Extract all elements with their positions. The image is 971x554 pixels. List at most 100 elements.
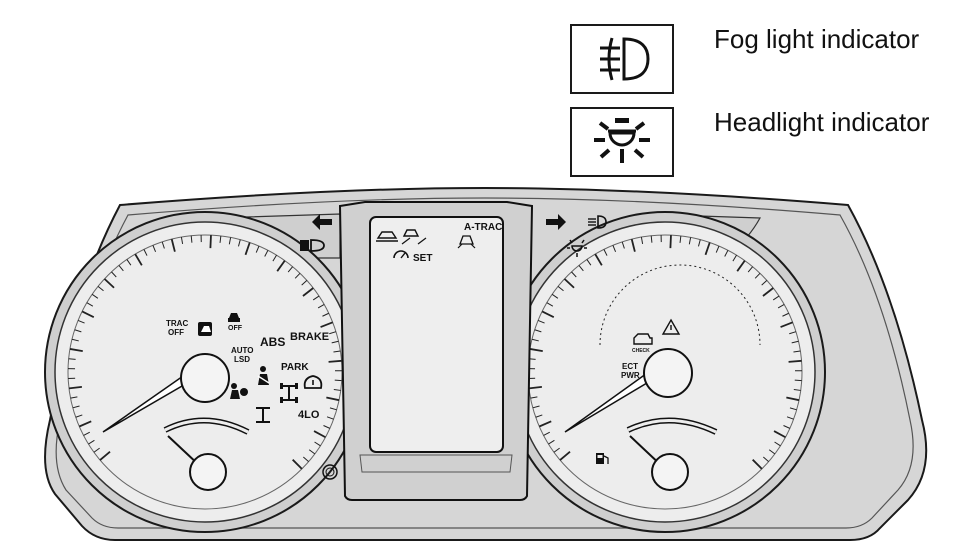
gauge-tick <box>302 456 309 463</box>
gauge-tick <box>782 312 789 317</box>
check-engine-icon <box>633 333 653 345</box>
gauge-tick <box>77 319 85 324</box>
auto-lsd-line1: AUTO <box>231 346 254 355</box>
gauge-tick <box>68 385 82 390</box>
gauge-tick <box>83 431 91 436</box>
gauge-tick <box>126 259 132 266</box>
gauge-tick <box>612 245 617 252</box>
gauge-tick <box>650 235 653 243</box>
gauge-tick <box>219 235 222 243</box>
gauge-tick <box>761 280 768 286</box>
center-diff-icon <box>256 407 270 423</box>
fog-light-small-icon <box>588 215 607 229</box>
gauge-tick <box>264 250 269 257</box>
gauge-tick <box>152 245 157 252</box>
gauge-tick <box>292 459 303 470</box>
check-label: CHECK <box>632 348 650 354</box>
gauge-tick <box>312 295 320 301</box>
gauge-tick <box>789 331 797 335</box>
headlight-icon <box>594 118 650 163</box>
gauge-tick <box>762 287 774 297</box>
headlight-legend-box <box>570 107 674 177</box>
gauge-tick <box>786 396 800 402</box>
gauge-tick <box>669 235 672 249</box>
gauge-tick <box>732 254 737 262</box>
gauge-tick <box>777 304 785 309</box>
lane-departure-icon <box>401 229 427 245</box>
gauge-tick <box>326 396 340 402</box>
gauge-tick <box>99 451 111 461</box>
gauge-tick <box>118 265 124 272</box>
headlight-small-icon <box>567 239 587 257</box>
auto-lsd-line2: LSD <box>234 355 250 364</box>
ect-pwr-line1: ECT <box>622 362 638 371</box>
gauge-tick <box>530 396 538 399</box>
gauge-tick <box>640 236 644 245</box>
gauge-tick <box>538 420 552 428</box>
gauge-tick <box>541 310 555 318</box>
gauge-tick <box>314 441 321 447</box>
abs-label: ABS <box>260 335 285 349</box>
headlight-label: Headlight indicator <box>714 107 930 137</box>
gauge-tick <box>301 280 308 286</box>
gauge-tick <box>793 389 801 391</box>
gauge-tick <box>736 260 746 272</box>
gauge-tick <box>134 253 143 266</box>
gauge-tick <box>747 266 754 273</box>
gauge-tick <box>328 359 342 363</box>
cruise-control-icon <box>393 250 409 259</box>
gauge-tick <box>111 271 117 278</box>
gauge-tick <box>704 242 711 256</box>
trac-off-line1: TRAC <box>166 319 188 328</box>
gauge-tick <box>143 249 148 256</box>
skid-icon <box>457 235 476 249</box>
gauge-tick <box>88 439 95 445</box>
ect-pwr-line2: PWR <box>621 371 640 380</box>
gauge-tick <box>69 348 83 353</box>
gauge-tick <box>276 260 286 272</box>
tire-pressure-icon <box>303 375 323 389</box>
gauge-tick <box>786 416 794 420</box>
gauge-tick <box>161 241 165 249</box>
gauge-tick <box>724 250 729 257</box>
gauge-tick <box>68 358 76 360</box>
gauge-tick <box>329 407 337 411</box>
park-label: PARK <box>281 362 309 373</box>
4lo-label: 4LO <box>298 409 320 421</box>
gauge-tick <box>594 253 603 266</box>
gauge-tick <box>532 405 540 409</box>
gauge-tick <box>97 286 104 292</box>
gauge-tick <box>326 416 334 420</box>
gauge-tick <box>531 338 539 342</box>
gauge-tick <box>244 242 251 256</box>
gauge-tick <box>170 238 176 252</box>
master-warning-icon <box>661 318 681 335</box>
gauge-tick <box>255 245 260 253</box>
gauge-tick <box>762 456 769 463</box>
gauge-tick <box>333 389 341 391</box>
gauge-tick <box>209 235 212 249</box>
gauge-tick <box>715 245 720 253</box>
gauge-tick <box>697 239 701 247</box>
vsc-off-label: OFF <box>228 325 243 332</box>
gauge-tick <box>772 295 780 301</box>
gauge-tick <box>789 407 797 411</box>
speedometer-gauge <box>44 211 366 533</box>
gauge-tick <box>543 431 551 436</box>
gauge-tick <box>768 449 776 455</box>
gauge-tick <box>308 449 316 455</box>
gauge-tick <box>294 272 301 279</box>
airbag-icon <box>230 383 248 399</box>
seatbelt-icon <box>257 366 270 385</box>
gauge-tick <box>78 420 92 428</box>
gauge-tick <box>317 304 325 309</box>
vehicle-ahead-icon <box>376 231 398 242</box>
vsc-off-icon <box>228 313 240 322</box>
gauge-tick <box>302 287 314 297</box>
gauge-tick <box>237 239 241 247</box>
gauge-tick <box>86 302 94 307</box>
center-display <box>338 201 534 501</box>
gauge-tick <box>103 278 115 289</box>
brake-label: BRAKE <box>290 331 329 343</box>
